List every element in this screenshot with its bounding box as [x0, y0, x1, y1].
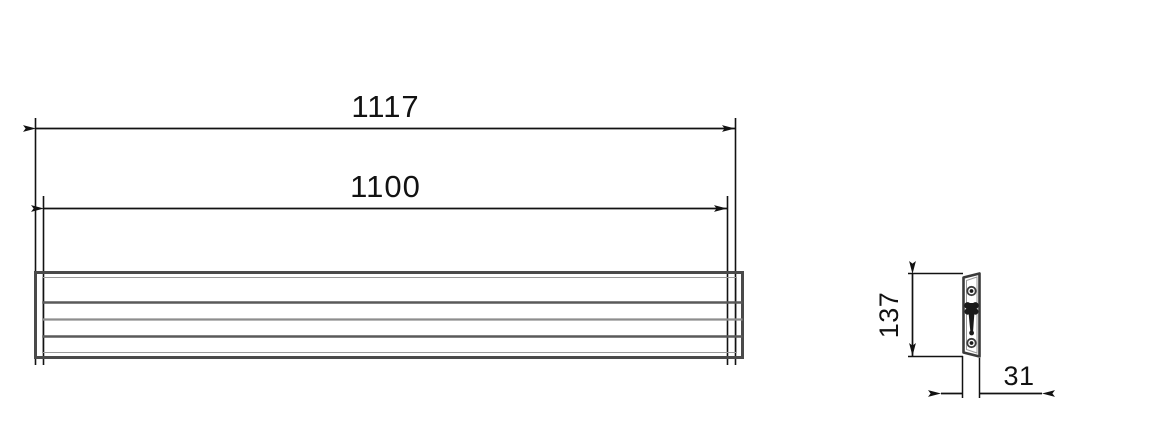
keyhole-slot: [964, 302, 979, 336]
panel-frame-rect: [34, 271, 744, 359]
screw-hole-bottom-center: [969, 341, 974, 345]
dim-label-1100: 1100: [350, 169, 421, 204]
dim-label-31: 31: [1003, 361, 1034, 391]
screw-hole-top: [966, 285, 977, 297]
bracket-inner-edge: [966, 276, 978, 354]
extension-lines-front: [34, 118, 737, 365]
panel-outline: [34, 271, 744, 359]
screw-hole-bottom: [966, 337, 977, 349]
panel-frame-inner-edge: [42, 277, 737, 353]
screw-hole-top-center: [969, 289, 974, 293]
dimension-bracket-height: 137: [874, 261, 963, 358]
front-elevation-group: 1117 1100: [23, 89, 744, 365]
dimension-bracket-depth: 31: [928, 356, 1055, 398]
dimension-overall-length: 1117: [23, 89, 735, 132]
mounting-bracket: [962, 272, 981, 358]
dim-label-137: 137: [874, 292, 904, 339]
dim-label-1117: 1117: [351, 89, 419, 124]
dimension-inner-length: 1100: [31, 169, 727, 212]
side-elevation-group: 137: [874, 261, 1055, 398]
